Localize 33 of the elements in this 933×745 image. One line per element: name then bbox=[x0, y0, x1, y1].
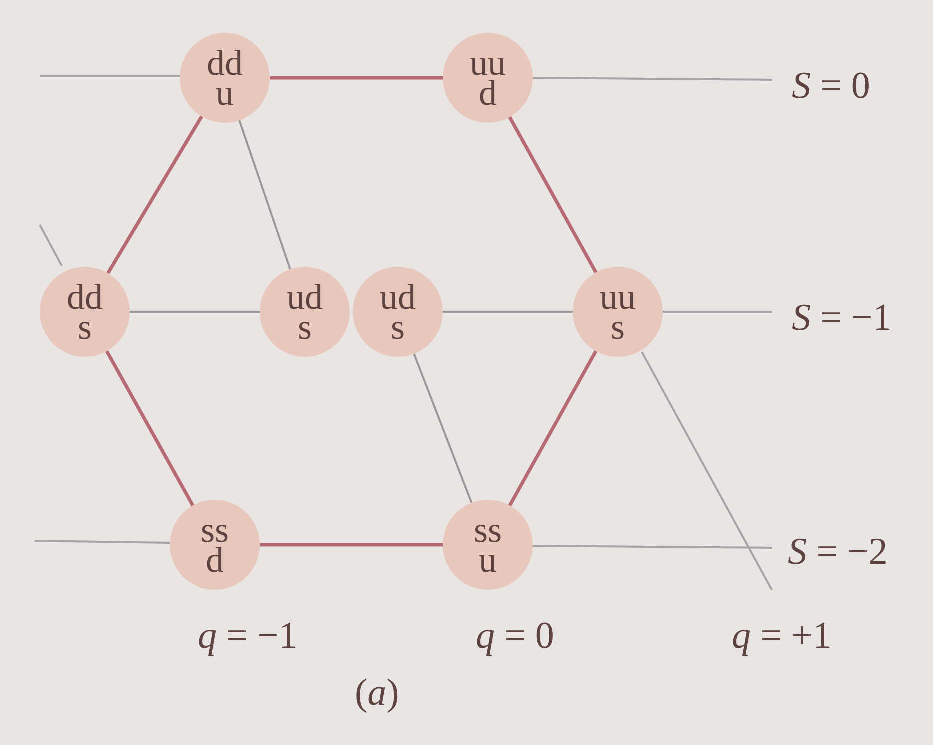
quark-label: uu bbox=[600, 282, 636, 312]
octet-edge bbox=[508, 116, 598, 274]
quantum-number-label: S = −2 bbox=[788, 530, 888, 575]
quantum-number-label: q = +1 bbox=[732, 614, 832, 659]
octet-edge bbox=[105, 350, 195, 507]
quark-label: s bbox=[390, 312, 405, 342]
quark-label: ud bbox=[380, 282, 416, 312]
grid-line-segment bbox=[413, 354, 473, 504]
grid-line-segment bbox=[443, 311, 573, 313]
quark-label: ss bbox=[474, 515, 502, 545]
quark-label: ud bbox=[287, 282, 323, 312]
octet-edge bbox=[508, 350, 598, 507]
quark-label: d bbox=[479, 78, 497, 108]
quark-label: dd bbox=[207, 48, 243, 78]
caption: (a) bbox=[355, 671, 400, 716]
quark-label: u bbox=[479, 545, 497, 575]
quark-label: s bbox=[298, 312, 312, 342]
quark-label: u bbox=[216, 78, 234, 108]
quark-label: d bbox=[206, 545, 224, 575]
quantum-number-label: S = −1 bbox=[792, 296, 892, 341]
quark-label: uu bbox=[470, 48, 506, 78]
quark-label: s bbox=[78, 312, 92, 342]
octet-edge bbox=[106, 116, 204, 274]
quantum-number-label: q = 0 bbox=[476, 614, 554, 659]
quark-label: ss bbox=[200, 515, 230, 545]
quark-label: dd bbox=[67, 282, 103, 312]
grid-line-segment bbox=[238, 120, 292, 270]
octet-edge bbox=[270, 76, 443, 80]
octet-edge bbox=[260, 543, 443, 547]
quantum-number-label: S = 0 bbox=[792, 64, 870, 109]
quantum-number-label: q = −1 bbox=[198, 614, 298, 659]
grid-line-segment bbox=[130, 311, 260, 313]
quark-label: s bbox=[610, 312, 625, 342]
